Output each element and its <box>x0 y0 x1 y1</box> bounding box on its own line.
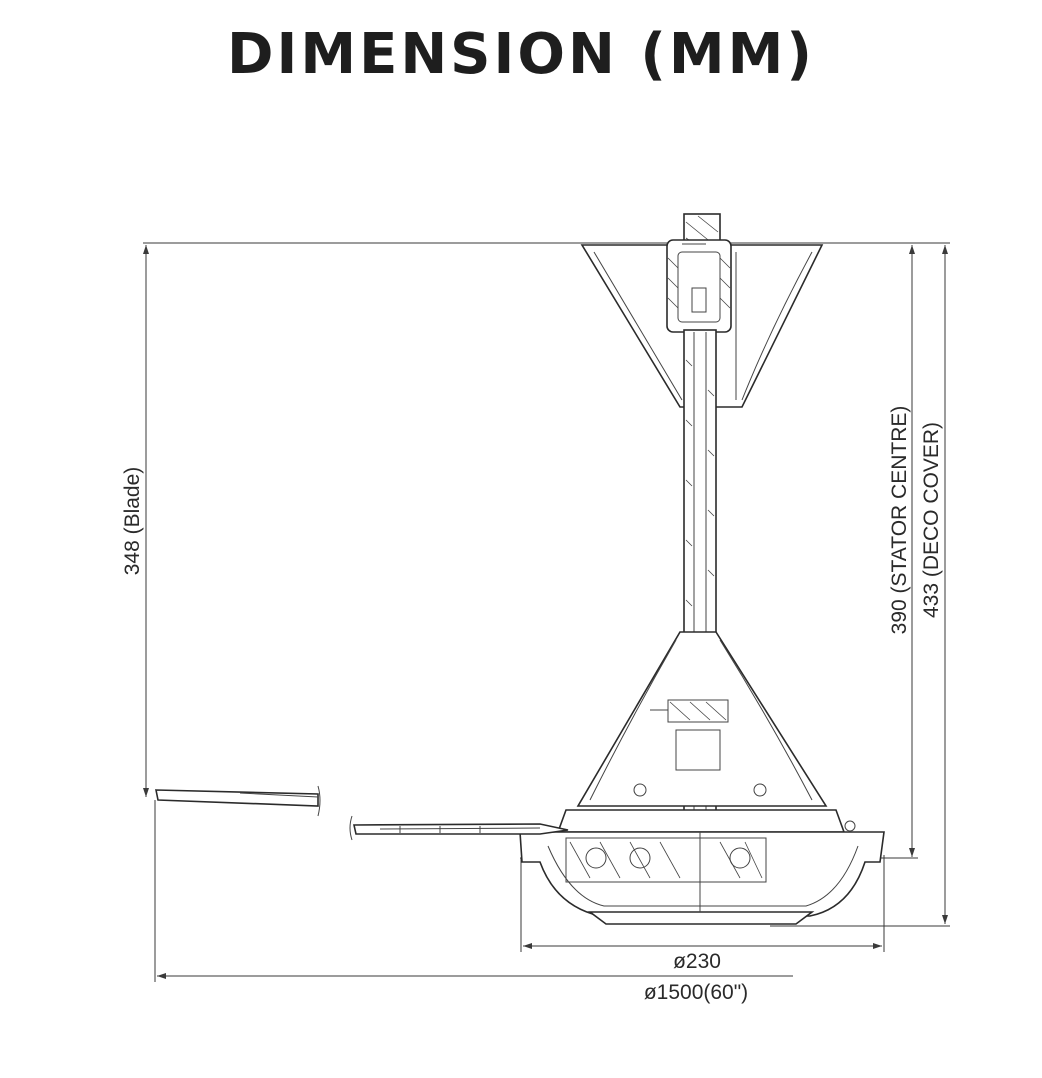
page-title: DIMENSION (MM) <box>227 22 815 87</box>
upper-motor-cover <box>576 631 828 807</box>
stator-centre-label: 390 (STATOR CENTRE) <box>888 406 911 635</box>
dimension-lines <box>143 242 950 982</box>
fan-blade-arm <box>349 815 569 841</box>
mounting-bracket <box>666 213 732 333</box>
motor-housing <box>519 809 885 925</box>
fan-blade-left <box>155 785 321 817</box>
deco-cover-label: 433 (DECO COVER) <box>920 422 943 618</box>
motor-diameter-label: ø230 <box>673 950 721 973</box>
sweep-diameter-label: ø1500(60") <box>644 981 748 1004</box>
blade-height-label: 348 (Blade) <box>121 467 144 576</box>
